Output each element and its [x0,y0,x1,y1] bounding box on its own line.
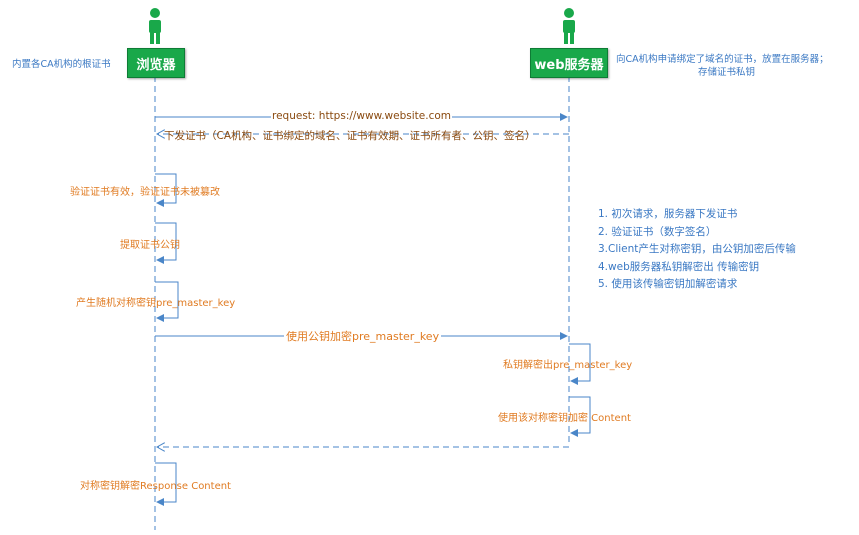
server-actor-box: web服务器 [530,48,608,78]
server-actor-label: web服务器 [534,57,604,73]
browser-actor-box: 浏览器 [127,48,185,78]
step-item: 4.web服务器私钥解密出 传输密钥 [598,260,760,273]
browser-note: 内置各CA机构的根证书 [12,59,111,70]
client-decrypt-label: 对称密钥解密Response Content [80,481,231,492]
client-decrypt-self-loop [155,462,177,506]
issue-cert-label: 下发证书（CA机构、证书绑定的域名、证书有效期、证书所有者、公钥、签名） [164,130,536,142]
step-item: 1. 初次请求，服务器下发证书 [598,208,738,220]
steps-list: 1. 初次请求，服务器下发证书 2. 验证证书（数字签名） 3.Client产生… [598,206,796,294]
server-person-icon [563,8,575,44]
verify-cert-label: 验证证书有效，验证证书未被篡改 [70,187,220,198]
gen-key-self-loop [155,281,179,322]
request-label: request: https://www.website.com [271,110,453,122]
step-item: 5. 使用该传输密钥加解密请求 [598,278,738,290]
verify-cert-self-loop [155,173,177,207]
server-note-line2: 存储证书私钥 [698,67,756,78]
encrypt-send-label: 使用公钥加密pre_master_key [284,328,442,344]
server-decrypt-label: 私钥解密出pre_master_key [503,360,633,371]
server-note-line1: 向CA机构申请绑定了域名的证书，放置在服务器； [616,54,829,65]
extract-key-label: 提取证书公钥 [120,240,180,251]
server-decrypt-self-loop [569,343,591,385]
browser-person-icon [149,8,161,44]
step-item: 3.Client产生对称密钥，由公钥加密后传输 [598,243,796,255]
browser-actor-label: 浏览器 [136,57,176,73]
extract-key-self-loop [155,222,177,264]
gen-key-label: 产生随机对称密钥pre_master_key [76,298,236,309]
step-item: 2. 验证证书（数字签名） [598,225,717,238]
server-encrypt-label: 使用该对称密钥加密 Content [498,413,631,424]
server-encrypt-self-loop [569,396,591,437]
